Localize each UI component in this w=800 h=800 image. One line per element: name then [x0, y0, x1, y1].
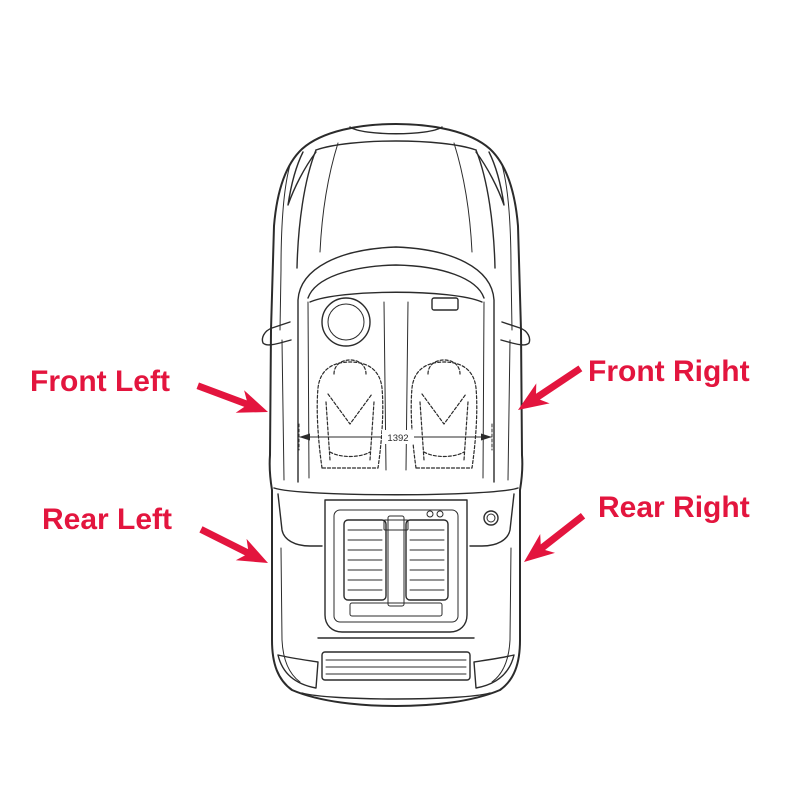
left-rear-body-line	[280, 547, 301, 683]
right-seat-headrest	[427, 359, 461, 375]
arrow-front-left	[196, 382, 268, 413]
car-rear	[273, 487, 519, 700]
car-hood	[279, 126, 513, 331]
dash-vent	[431, 297, 459, 311]
hood-front-edge	[315, 140, 477, 151]
right-seat	[410, 359, 478, 469]
label-front-left: Front Left	[30, 365, 170, 398]
steering-wheel-hub	[327, 303, 365, 341]
fuel-cap	[483, 510, 499, 526]
windshield-inner	[307, 264, 485, 299]
car-body-outline	[268, 123, 524, 707]
label-rear-right: Rear Right	[598, 491, 750, 524]
left-seat-backrest	[316, 361, 384, 469]
engine-center-strip	[387, 515, 405, 607]
left-seat-headrest	[333, 359, 367, 375]
label-front-right: Front Right	[588, 355, 750, 388]
right-tail-light	[473, 654, 515, 689]
rear-grille-slats	[325, 659, 467, 675]
right-side-intake	[469, 493, 515, 547]
engine-cap-left	[426, 510, 434, 518]
engine-right-ridges	[409, 529, 445, 591]
dimension-arrow-right	[481, 433, 492, 441]
right-door-line	[507, 339, 511, 481]
engine-plate	[383, 519, 409, 531]
engine-right-bank	[405, 519, 449, 601]
label-rear-left: Rear Left	[42, 503, 172, 536]
engine-left-ridges	[347, 529, 383, 591]
engine-lower-block	[349, 602, 443, 617]
right-seat-stitching	[419, 393, 469, 461]
left-fender-line	[279, 164, 291, 331]
engine-left-bank	[343, 519, 387, 601]
left-door-line	[281, 339, 285, 481]
steering-wheel	[321, 297, 371, 347]
fuel-cap-inner	[486, 513, 496, 523]
rear-diffuser	[301, 692, 491, 700]
cabin-right-inner	[482, 301, 485, 479]
width-dimension: 1392	[298, 423, 493, 451]
left-seat-stitching	[325, 393, 375, 461]
arrow-front-right	[518, 365, 583, 410]
car-top-view: 1392	[261, 123, 531, 707]
rear-deck-line	[273, 487, 519, 496]
left-side-intake	[277, 493, 323, 547]
right-seat-backrest	[410, 361, 478, 469]
left-headlight	[287, 151, 317, 206]
left-mirror	[261, 321, 292, 346]
left-tail-light	[277, 654, 319, 689]
arrow-rear-right	[524, 512, 586, 562]
car-cabin	[281, 246, 511, 483]
right-mirror	[500, 321, 531, 346]
left-seat	[316, 359, 384, 469]
arrow-rear-left	[199, 526, 268, 563]
hood-left-crease	[319, 142, 339, 253]
rear-grille	[321, 651, 471, 681]
right-rear-body-line	[491, 547, 512, 683]
hood-right-edge	[475, 149, 496, 269]
engine-cover-outer	[324, 499, 468, 633]
center-console	[383, 301, 409, 471]
dimension-arrow-left	[299, 433, 310, 441]
dimension-label: 1392	[387, 433, 408, 444]
cabin-left-inner	[307, 301, 310, 479]
hood-right-crease	[453, 142, 473, 253]
windshield-outer	[297, 246, 495, 483]
dimension-label-bg	[382, 430, 414, 444]
hood-left-edge	[296, 149, 317, 269]
engine-cover-inner	[333, 509, 459, 623]
front-bumper-lip	[349, 126, 443, 135]
dashboard	[309, 291, 483, 303]
right-headlight	[475, 151, 505, 206]
engine-cap-right	[436, 510, 444, 518]
right-fender-line	[501, 164, 513, 331]
